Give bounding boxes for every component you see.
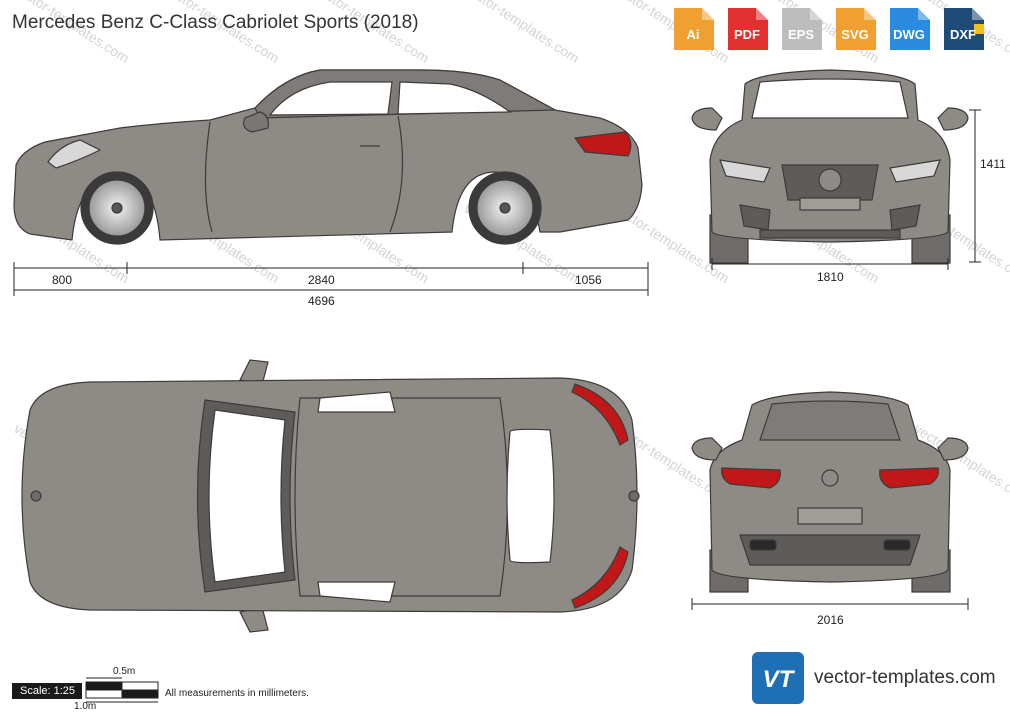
scale-half-meter: 0.5m bbox=[113, 666, 136, 677]
page-title: Mercedes Benz C-Class Cabriolet Sports (… bbox=[12, 12, 419, 33]
length-label: 4696 bbox=[308, 294, 335, 308]
rear-tail-right bbox=[879, 467, 939, 489]
brand[interactable]: VT vector-templates.com bbox=[752, 652, 996, 704]
vt-logo-text: VT bbox=[763, 666, 796, 693]
side-view bbox=[13, 69, 643, 245]
svg-file-label: SVG bbox=[841, 27, 869, 42]
pdf-file-label: PDF bbox=[734, 27, 760, 42]
rear-dimension-lines bbox=[691, 598, 969, 610]
dwg-file-icon[interactable]: DWG bbox=[886, 6, 932, 52]
scale-bar bbox=[85, 677, 159, 703]
ai-file-icon[interactable]: Ai bbox=[670, 6, 716, 52]
front-dimension-lines bbox=[711, 109, 981, 270]
side-window-rear bbox=[397, 81, 512, 115]
format-icons: Ai PDF EPS SVG DWG DXF bbox=[670, 6, 986, 52]
rear-view bbox=[691, 391, 969, 593]
top-roof bbox=[294, 397, 509, 597]
side-dimension-lines bbox=[13, 262, 649, 296]
front-view bbox=[691, 69, 969, 264]
svg-file-icon[interactable]: SVG bbox=[832, 6, 878, 52]
ai-file-label: Ai bbox=[686, 27, 700, 42]
pdf-file-icon[interactable]: PDF bbox=[724, 6, 770, 52]
eps-file-icon[interactable]: EPS bbox=[778, 6, 824, 52]
side-window-front bbox=[268, 81, 393, 116]
front-windshield bbox=[751, 78, 909, 119]
top-view bbox=[21, 359, 640, 633]
dxf-file-label: DXF bbox=[950, 27, 976, 42]
dwg-file-label: DWG bbox=[893, 27, 925, 42]
units-note: All measurements in millimeters. bbox=[165, 688, 309, 699]
dxf-file-icon[interactable]: DXF bbox=[940, 6, 986, 52]
top-rear-window bbox=[506, 428, 555, 564]
rear-overhang-label: 1056 bbox=[575, 273, 602, 287]
scale-one-meter: 1.0m bbox=[74, 701, 97, 712]
scale-label: Scale: 1:25 bbox=[12, 683, 82, 699]
brand-name: vector-templates.com bbox=[814, 667, 996, 688]
eps-file-label: EPS bbox=[787, 27, 814, 42]
height-label: 1411 bbox=[980, 157, 1006, 171]
width-label: 1810 bbox=[817, 270, 844, 284]
width-mirrors-label: 2016 bbox=[817, 613, 844, 627]
front-overhang-label: 800 bbox=[52, 273, 73, 287]
vt-logo-icon: VT bbox=[752, 652, 804, 704]
wheelbase-label: 2840 bbox=[308, 273, 335, 287]
rear-tail-left bbox=[721, 467, 781, 489]
